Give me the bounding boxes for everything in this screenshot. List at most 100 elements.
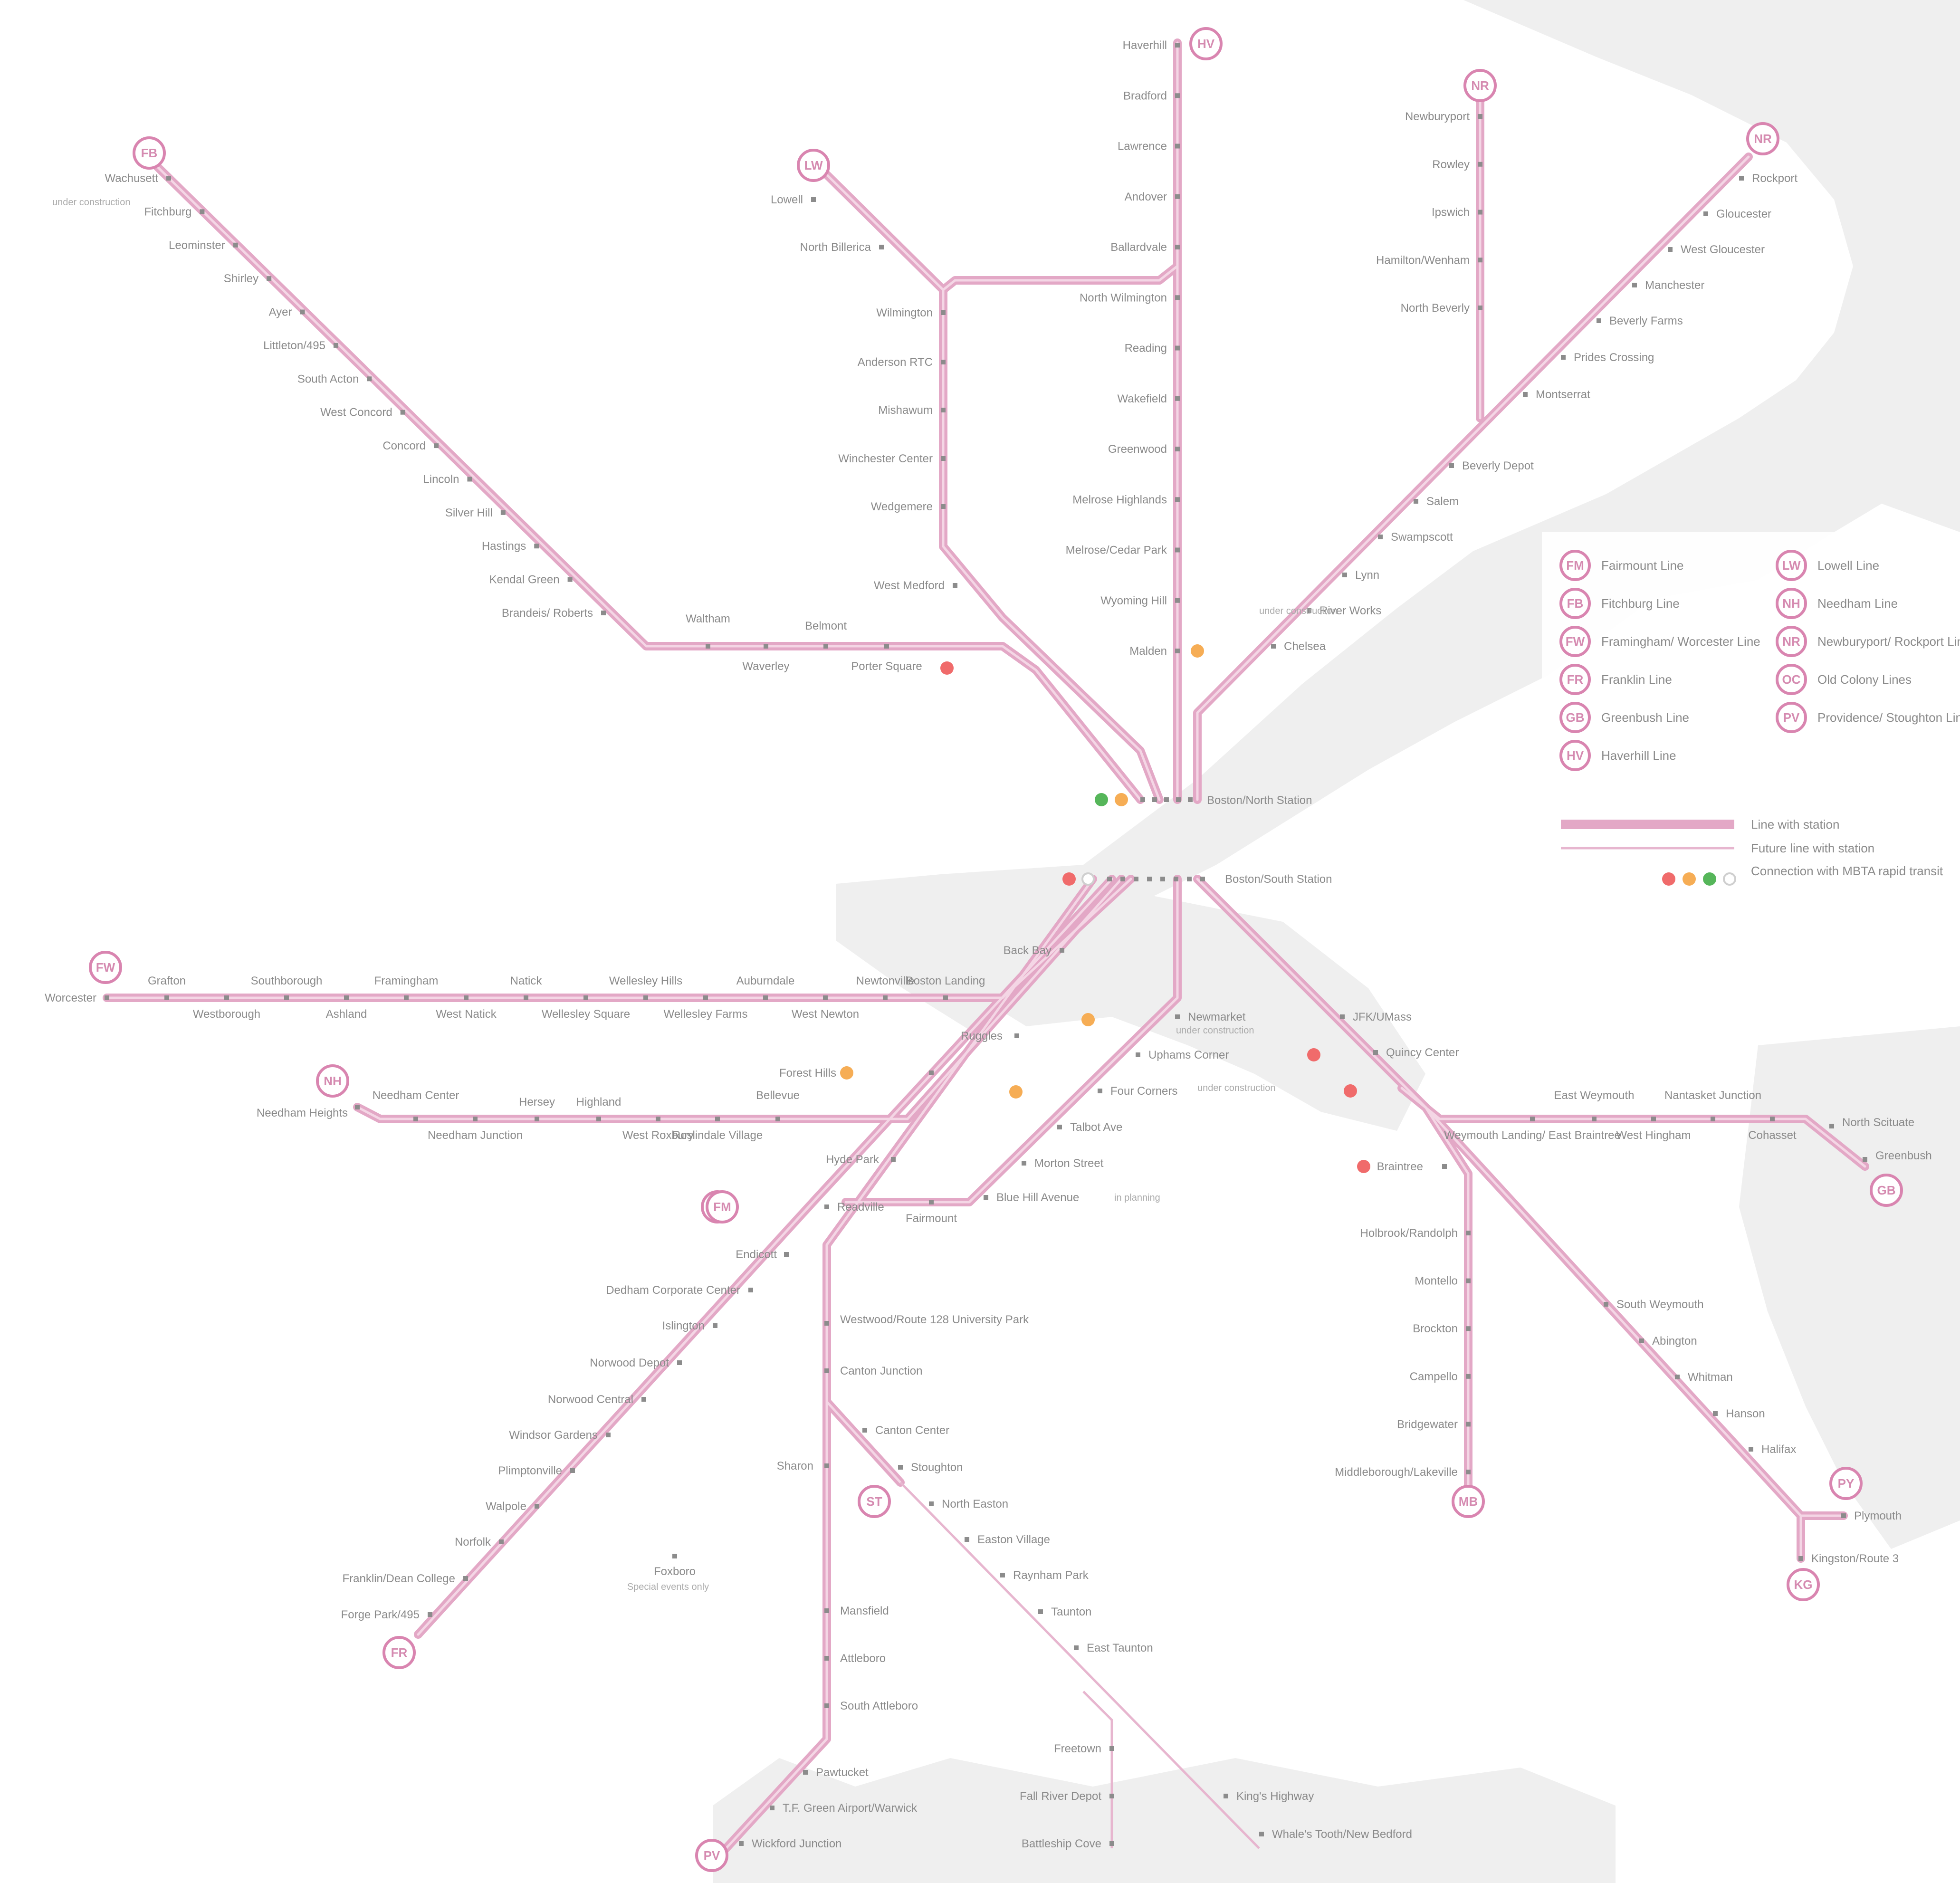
- station-label: Roslindale Village: [672, 1129, 763, 1142]
- station-label: Ayer: [269, 306, 292, 319]
- station-tick: [1466, 1470, 1471, 1474]
- station-label: Montserrat: [1536, 388, 1590, 401]
- terminal-badge-fairmount: FM: [706, 1190, 739, 1223]
- station-label: Plimptonville: [498, 1464, 562, 1477]
- station-tick: [764, 644, 768, 649]
- station-tick: [1739, 176, 1744, 181]
- station-tick: [891, 1157, 896, 1162]
- rapid-transit-connections: [840, 644, 1370, 1173]
- svg-text:Fairmount Line: Fairmount Line: [1601, 558, 1683, 573]
- station-tick: [1466, 1374, 1471, 1379]
- lowell-connector: [939, 262, 1182, 294]
- station-tick: [1798, 1556, 1803, 1561]
- legend-dot-green: [1703, 872, 1716, 886]
- svg-text:MB: MB: [1459, 1494, 1478, 1509]
- station-label: Bridgewater: [1397, 1418, 1458, 1431]
- station-label: Braintree: [1377, 1160, 1423, 1173]
- station-tick: [1442, 1164, 1447, 1169]
- station-tick: [824, 1204, 829, 1209]
- station-label: West Concord: [320, 406, 392, 419]
- station-label: Boston Landing: [906, 975, 985, 987]
- station-tick: [929, 1501, 934, 1506]
- station-tick: [965, 1537, 969, 1542]
- svg-text:NR: NR: [1471, 78, 1489, 93]
- station-tick: [984, 1195, 988, 1200]
- station-tick: [534, 544, 539, 549]
- station-tick: [1259, 1832, 1264, 1836]
- station-label: Freetown: [1054, 1742, 1101, 1755]
- station-tick: [941, 310, 946, 315]
- legend-dot-silver: [1723, 872, 1736, 886]
- station-label: Middleborough/Lakeville: [1335, 1466, 1458, 1479]
- terminal-badge-stoughton: ST: [858, 1485, 891, 1518]
- station-label: Shirley: [224, 272, 258, 285]
- station-label: River Works: [1319, 604, 1381, 617]
- svg-text:HV: HV: [1197, 37, 1215, 51]
- station-label: East Taunton: [1087, 1642, 1153, 1654]
- station-label: Manchester: [1645, 279, 1704, 292]
- station-tick: [1342, 573, 1347, 577]
- station-label: Rockport: [1752, 172, 1797, 185]
- station-tick: [1057, 1125, 1062, 1129]
- station-label: Worcester: [45, 992, 96, 1004]
- station-tick: [1530, 1117, 1535, 1121]
- station-tick: [1175, 598, 1180, 603]
- station-tick: [499, 1539, 504, 1544]
- station-tick: [1478, 258, 1482, 263]
- station-label: Newburyport: [1405, 110, 1470, 123]
- station-tick: [763, 995, 768, 1000]
- svg-text:FW: FW: [1566, 634, 1585, 649]
- station-label: Dedham Corporate Center: [606, 1284, 740, 1297]
- station-label: Back Bay: [1004, 944, 1052, 957]
- station-tick: [1749, 1447, 1753, 1452]
- station-label: South Attleboro: [840, 1700, 918, 1712]
- station-label: South Weymouth: [1616, 1298, 1704, 1311]
- station-label: Wedgemere: [871, 500, 933, 513]
- station-tick: [883, 995, 888, 1000]
- station-tick: [1561, 355, 1566, 360]
- station-tick: [1703, 211, 1708, 216]
- station-label: Whale's Tooth/New Bedford: [1272, 1828, 1412, 1841]
- station-tick: [823, 644, 828, 649]
- station-tick: [1038, 1609, 1043, 1614]
- connection-orange-forest-hills: [840, 1066, 853, 1080]
- station-tick: [606, 1433, 611, 1437]
- note-planning: in planning: [1114, 1193, 1160, 1203]
- station-label: Blue Hill Avenue: [996, 1191, 1079, 1204]
- station-label: Wellesley Hills: [609, 975, 682, 987]
- station-tick: [1060, 948, 1064, 953]
- station-tick: [367, 376, 372, 382]
- station-label: Kendal Green: [489, 574, 560, 586]
- station-label: Walpole: [486, 1500, 526, 1513]
- station-label: Canton Center: [875, 1424, 949, 1437]
- hub-north-tick: [1176, 797, 1181, 802]
- hub-south-tick: [1147, 877, 1152, 881]
- hub-south-tick: [1174, 877, 1178, 881]
- station-tick: [953, 583, 957, 588]
- station-label: Wyoming Hill: [1100, 594, 1167, 607]
- station-tick: [200, 209, 205, 214]
- note-under-construction: under construction: [1197, 1083, 1276, 1093]
- hub-north-tick: [1188, 797, 1193, 802]
- station-label: Hanson: [1726, 1407, 1765, 1420]
- legend-dot-orange: [1683, 872, 1696, 886]
- station-tick: [1109, 1794, 1114, 1798]
- station-tick: [1466, 1231, 1471, 1235]
- station-tick: [1109, 1746, 1114, 1751]
- station-tick: [1668, 247, 1673, 252]
- station-label: Holbrook/Randolph: [1360, 1227, 1458, 1240]
- station-label: Southborough: [251, 975, 323, 987]
- station-tick: [1478, 114, 1482, 119]
- station-label: North Easton: [942, 1498, 1008, 1510]
- station-label: Battleship Cove: [1022, 1837, 1101, 1850]
- station-tick: [703, 995, 708, 1000]
- station-tick: [1098, 1089, 1102, 1093]
- station-tick: [748, 1288, 753, 1292]
- svg-text:Framingham/ Worcester Line: Framingham/ Worcester Line: [1601, 634, 1760, 649]
- station-tick: [1175, 143, 1180, 149]
- station-label: Beverly Farms: [1609, 315, 1683, 327]
- station-label: Hersey: [519, 1096, 555, 1109]
- station-label: Islington: [662, 1319, 705, 1332]
- station-label: Pawtucket: [816, 1766, 869, 1779]
- station-tick: [344, 995, 349, 1000]
